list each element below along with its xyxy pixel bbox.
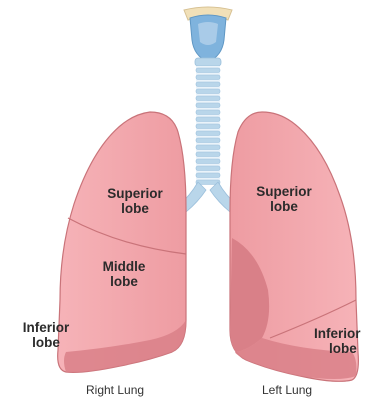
trachea (178, 66, 238, 212)
trachea-ring (196, 138, 220, 143)
trachea-ring (196, 124, 220, 129)
right-inferior-line2: lobe (8, 335, 84, 350)
trachea-ring (196, 110, 220, 115)
right-middle-lobe-label: Middle lobe (88, 259, 160, 289)
left-superior-lobe-label: Superior lobe (245, 184, 323, 214)
trachea-ring (196, 159, 220, 164)
left-inferior-lobe-label: Inferior lobe (311, 326, 371, 356)
trachea-ring (196, 68, 220, 73)
right-lung-caption: Right Lung (86, 383, 144, 397)
left-lung-caption: Left Lung (262, 383, 312, 397)
trachea-ring (196, 145, 220, 150)
right-superior-line1: Superior (96, 186, 174, 201)
trachea-ring (196, 117, 220, 122)
trachea-ring (196, 82, 220, 87)
right-inferior-lobe-label: Inferior lobe (8, 320, 84, 350)
right-superior-lobe-label: Superior lobe (96, 186, 174, 216)
trachea-ring (196, 166, 220, 171)
trachea-ring (196, 131, 220, 136)
right-superior-line2: lobe (96, 201, 174, 216)
right-middle-line1: Middle (88, 259, 160, 274)
trachea-ring (196, 89, 220, 94)
trachea-ring (196, 103, 220, 108)
right-inferior-line1: Inferior (8, 320, 84, 335)
right-middle-line2: lobe (88, 274, 160, 289)
left-superior-line2: lobe (245, 199, 323, 214)
trachea-ring (196, 173, 220, 178)
larynx (184, 7, 232, 66)
trachea-ring (196, 152, 220, 157)
trachea-ring (196, 96, 220, 101)
left-superior-line1: Superior (245, 184, 323, 199)
left-inferior-line2: lobe (311, 341, 371, 356)
left-inferior-line1: Inferior (311, 326, 371, 341)
trachea-ring (196, 75, 220, 80)
